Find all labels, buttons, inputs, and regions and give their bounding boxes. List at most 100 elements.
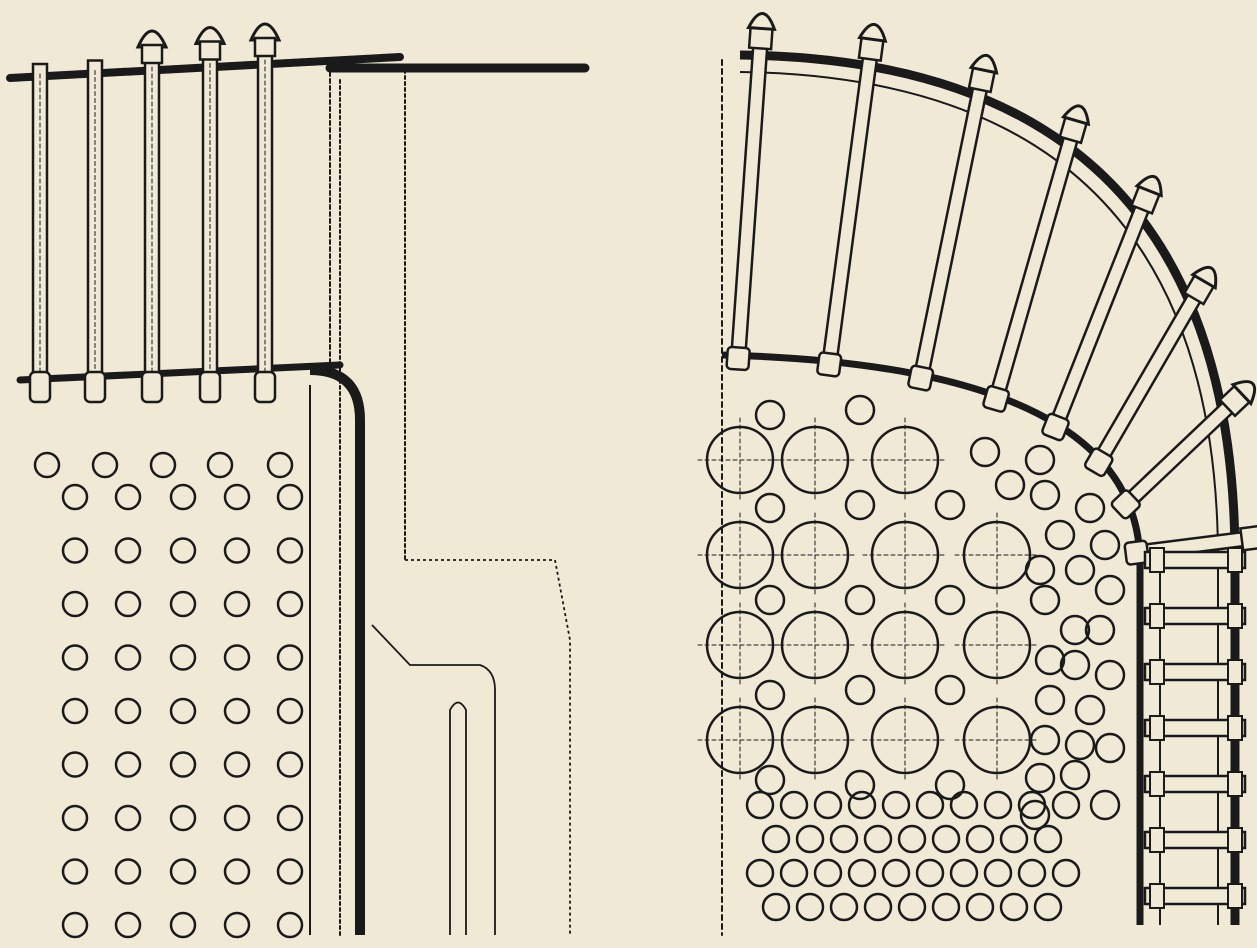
stay-nut-upper [1238,524,1257,552]
tube-hole [1034,684,1066,716]
tube-hole [983,858,1013,888]
tube-hole [1024,444,1056,476]
tube-hole [114,804,142,832]
stay-nut-lower [198,370,222,404]
tube-hole [931,824,961,854]
tube-hole [1094,574,1126,606]
tube-hole [169,537,197,564]
tube-hole [1084,614,1116,646]
dashed-outline [405,559,571,935]
stay-bolt [729,43,769,368]
tube-hole [61,697,89,725]
stay-nut-upper [1227,659,1243,685]
side-stay [1143,830,1247,850]
tube-hole [1029,724,1061,756]
tube-hole [1059,759,1091,791]
tube-hole [745,790,775,820]
tube-hole [983,790,1013,820]
tube-hole [276,911,304,939]
tube-hole [1059,649,1091,681]
tube-hole [91,451,119,479]
tube-hole [994,469,1026,501]
tube-hole [1094,732,1126,764]
tube-hole [266,451,294,479]
tube-hole [149,451,177,479]
side-stay [1143,606,1247,626]
tube-hole [745,858,775,888]
stay-cap-nut [746,12,777,32]
tube-hole [965,824,995,854]
tube-hole [276,537,304,564]
stay-cap-nut [135,29,169,49]
stay-nut-lower [1149,603,1165,629]
stay-nut-lower [725,345,751,372]
tube-hole [223,644,251,671]
stay-nut-lower [907,364,935,392]
tube-hole [1033,824,1063,854]
stay-nut-lower [1083,447,1114,478]
side-stay [1143,718,1247,738]
tube-hole [276,858,304,885]
tube-hole [931,892,961,922]
tube-hole [1064,729,1096,761]
tube-hole [813,858,843,888]
tube-hole [223,804,251,832]
tube-hole [1034,644,1066,676]
tube-hole [169,804,197,832]
tube-hole [61,911,89,939]
tube-hole [829,892,859,922]
tube-hole [844,394,876,426]
tube-hole [169,697,197,725]
stay-nut-upper [1227,883,1243,909]
radial-stay [725,12,777,372]
flange-outline [371,624,496,935]
tube-hole [223,590,251,618]
stay-nut-lower [1110,489,1141,520]
tube-hole [863,892,893,922]
radial-stay [1110,380,1257,520]
tube-hole [276,483,304,511]
tube-hole [276,644,304,671]
tube-hole [915,858,945,888]
stay-nut-upper [747,26,774,51]
tube-hole [1051,858,1081,888]
firebox-crown-sheet [16,361,344,384]
tube-hole [847,790,877,820]
stay-nut-lower [83,370,107,404]
tube-hole [965,892,995,922]
stay-nut-lower [1149,715,1165,741]
stay-nut-lower [140,370,164,404]
stay-nut-lower [816,351,843,378]
tube-hole [223,911,251,939]
tube-hole [1017,858,1047,888]
outer-shell [739,50,1240,925]
tube-hole [1074,492,1106,524]
stay-bolt [819,53,879,374]
stay-nut-upper [1227,715,1243,741]
tube-hole [761,824,791,854]
tube-hole [915,790,945,820]
flange-slot [449,701,467,935]
tube-hole [761,892,791,922]
tube-hole [844,769,876,801]
tube-hole [276,697,304,725]
tube-hole [1017,790,1047,820]
tube-hole [1059,614,1091,646]
tube-hole [114,590,142,618]
tube-hole [61,483,89,511]
stay-cap-nut [1134,174,1163,198]
tube-hole [844,584,876,616]
tube-hole [754,492,786,524]
tube-hole [897,824,927,854]
stay-cap-nut [857,22,888,43]
stay-nut-lower [1149,771,1165,797]
tube-hole [881,858,911,888]
tube-hole [934,584,966,616]
firebox-side-plate [309,365,365,935]
stay-nut-lower [253,370,277,404]
side-stay [1143,550,1247,570]
tube-hole [844,674,876,706]
stay-cap-nut [968,53,999,75]
